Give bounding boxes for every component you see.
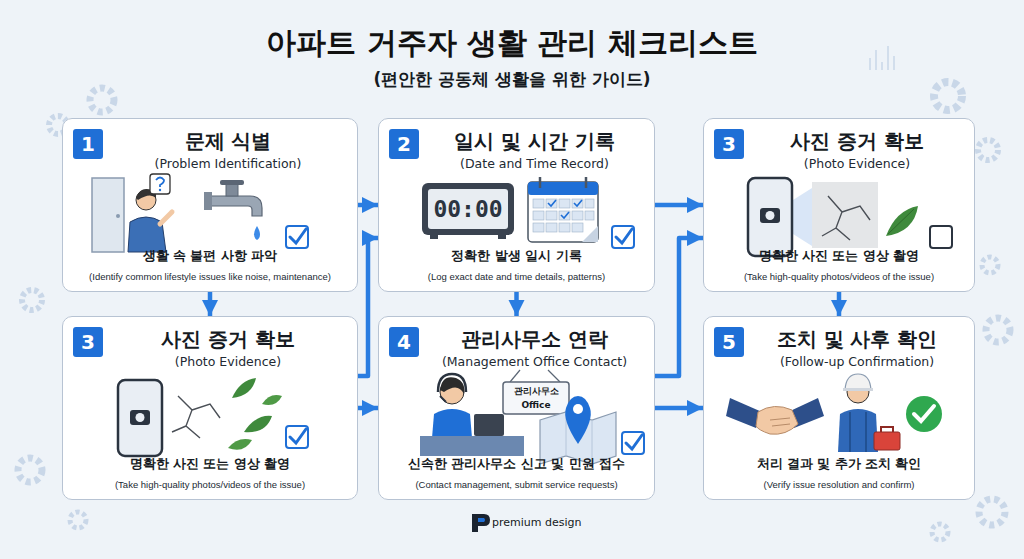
step-card: 3사진 증거 확보 (Photo Evidence) 명확한 사진 또는 영상 촬영… — [703, 118, 975, 292]
step-note: (Verify issue resolution and confirm) — [708, 479, 970, 491]
card-backgrounds — [62, 118, 975, 500]
step-card: 5조치 및 사후 확인 (Follow-up Confirmation) 처리 결과… — [703, 316, 975, 500]
step-subtitle: (Management Office Contact) — [423, 354, 646, 370]
step-note: (Take high-quality photos/videos of the … — [67, 479, 353, 491]
flow-arrow — [514, 292, 519, 316]
clock-calendar-illustration — [422, 177, 634, 248]
step-note: (Contact management, submit service requ… — [383, 479, 650, 491]
step-card: 3사진 증거 확보 (Photo Evidence) 명확한 사진 또는 영상 촬영… — [62, 316, 358, 500]
step-note: (Identify common lifestyle issues like n… — [67, 271, 353, 283]
step-note: (Log exact date and time details, patter… — [383, 271, 650, 283]
footer-brand: premium design — [492, 514, 602, 532]
follow-up-illustration — [726, 374, 942, 452]
footer-logo — [472, 514, 490, 532]
step-number: 3 — [714, 129, 744, 159]
flow-arrow — [837, 292, 842, 316]
step-description: 처리 결과 및 추가 조치 확인 — [710, 456, 968, 472]
step-number: 5 — [714, 327, 744, 357]
step-number: 3 — [73, 327, 103, 357]
tick-decor — [870, 46, 894, 70]
step-title: 사진 증거 확보 — [107, 326, 349, 352]
problem-illustration — [92, 174, 308, 252]
step-subtitle: (Photo Evidence) — [748, 156, 966, 172]
step-subtitle: (Date and Time Record) — [423, 156, 646, 172]
step-title: 사진 증거 확보 — [748, 128, 966, 154]
flow-arrow — [655, 406, 703, 411]
step-description: 신속한 관리사무소 신고 및 민원 접수 — [385, 456, 648, 472]
step-subtitle: (Photo Evidence) — [107, 354, 349, 370]
step-number: 4 — [389, 327, 419, 357]
photo-illustration — [748, 178, 952, 256]
clock-digits: 00:00 — [428, 189, 508, 229]
photo-illustration — [118, 378, 308, 456]
step-card: 4관리사무소 연락 (Management Office Contact) 신속한 … — [378, 316, 655, 500]
office-contact-illustration — [420, 370, 644, 464]
flow-arrow — [358, 238, 378, 376]
flow-arrow — [655, 238, 703, 376]
step-card: 2일시 및 시간 기록 (Date and Time Record) 정확한 발생 … — [378, 118, 655, 292]
page-title: 아파트 거주자 생활 관리 체크리스트 — [112, 24, 912, 62]
step-number: 2 — [389, 129, 419, 159]
step-title: 문제 식별 — [107, 128, 349, 154]
step-description: 명확한 사진 또는 영상 촬영 — [710, 248, 968, 264]
step-note: (Take high-quality photos/videos of the … — [708, 271, 970, 283]
step-subtitle: (Problem Identification) — [107, 156, 349, 172]
step-card: 1문제 식별 (Problem Identification) 생활 속 불편 사항… — [62, 118, 358, 292]
flow-arrow — [208, 292, 213, 316]
subtitle: (편안한 공동체 생활을 위한 가이드) — [212, 66, 812, 92]
step-description: 생활 속 불편 사항 파악 — [69, 248, 351, 264]
step-title: 조치 및 사후 확인 — [748, 326, 966, 352]
sign-text: 관리사무소 — [504, 385, 568, 398]
gear-decor — [18, 82, 1010, 540]
step-number: 1 — [73, 129, 103, 159]
step-description: 명확한 사진 또는 영상 촬영 — [69, 456, 351, 472]
flow-arrow — [358, 203, 378, 208]
step-title: 일시 및 시간 기록 — [423, 128, 646, 154]
flow-arrow — [358, 406, 378, 411]
sign-text: Office — [504, 399, 568, 412]
step-title: 관리사무소 연락 — [423, 326, 646, 352]
flow-arrow — [655, 203, 703, 208]
step-description: 정확한 발생 일시 기록 — [385, 248, 648, 264]
step-subtitle: (Follow-up Confirmation) — [748, 354, 966, 370]
